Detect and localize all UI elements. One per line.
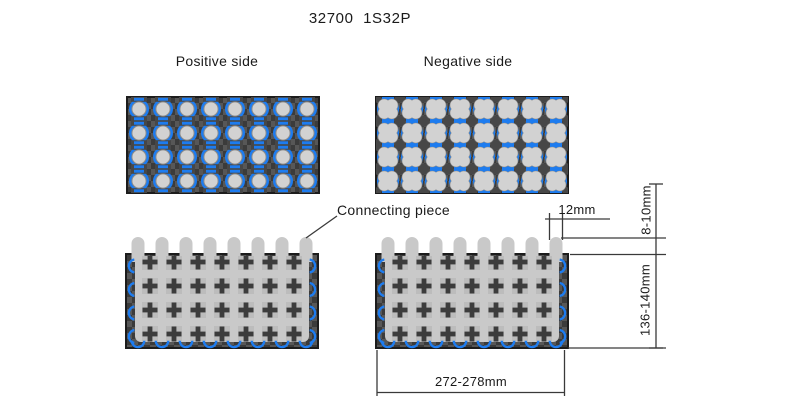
dim-tab-width: 12mm bbox=[558, 202, 596, 217]
leader-line bbox=[305, 215, 338, 239]
dimension-lines bbox=[305, 183, 666, 396]
dim-tab-height: 8-10mm bbox=[638, 185, 654, 235]
positive-side-top-view bbox=[126, 96, 320, 194]
dim-pack-height: 136-140mm bbox=[637, 263, 653, 337]
diagram-title: 32700 1S32P bbox=[308, 10, 412, 27]
side-view-right bbox=[374, 235, 570, 350]
dim-pack-width: 272-278mm bbox=[434, 374, 508, 389]
positive-side-label: Positive side bbox=[175, 53, 259, 69]
side-view-left bbox=[124, 235, 320, 350]
negative-side-label: Negative side bbox=[423, 53, 513, 69]
connecting-piece-label: Connecting piece bbox=[337, 202, 450, 218]
negative-side-top-view bbox=[375, 96, 569, 194]
